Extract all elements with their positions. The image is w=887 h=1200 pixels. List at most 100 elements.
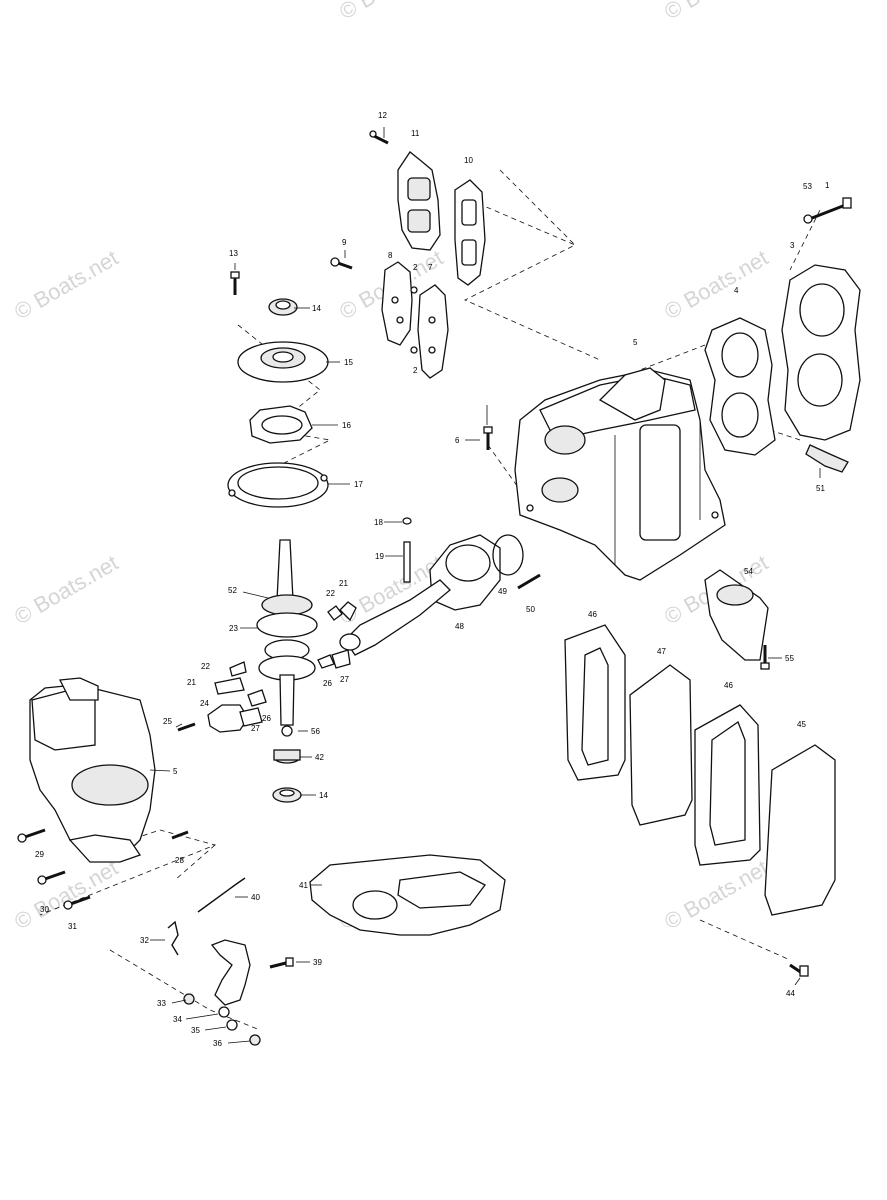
crankshaft-23: [256, 539, 318, 726]
ring-56: [281, 725, 293, 737]
screw-25: [177, 722, 196, 732]
intake-group: [330, 130, 486, 379]
cover-47: [629, 664, 693, 826]
callout-36: 36: [213, 1039, 222, 1048]
callout-22: 22: [201, 662, 210, 671]
crankcase-block-5: [514, 367, 726, 581]
bearing-21-upper: [339, 601, 357, 622]
callout-45: 45: [797, 720, 806, 729]
bolt-13: [230, 271, 240, 295]
bracket-54: [704, 569, 769, 661]
pin-50: [517, 573, 541, 590]
screw-39: [269, 957, 294, 969]
callout-12: 12: [378, 111, 387, 120]
callout-16: 16: [342, 421, 351, 430]
piston-ring-49: [492, 534, 524, 576]
callout-15: 15: [344, 358, 353, 367]
cylinder-head-group: [704, 197, 861, 473]
cap-27-lower: [239, 707, 263, 727]
bolt-6: [483, 426, 493, 450]
callout-5: 5: [633, 338, 638, 347]
callout-46: 46: [724, 681, 733, 690]
connecting-rod: [339, 579, 451, 656]
callout-24: 24: [200, 699, 209, 708]
cage-26-upper: [317, 654, 335, 669]
stop-2: [410, 286, 418, 294]
callout-53: 53: [803, 182, 812, 191]
callout-7: 7: [428, 263, 433, 272]
wrist-pin-19: [403, 541, 411, 583]
callout-32: 32: [140, 936, 149, 945]
piston-group: [317, 517, 541, 669]
callout-29: 29: [35, 850, 44, 859]
bolt-31: [63, 895, 91, 910]
watermark: © Boats.net: [660, 245, 772, 324]
callout-41: 41: [299, 881, 308, 890]
callout-3: 3: [790, 241, 795, 250]
callout-49: 49: [498, 587, 507, 596]
callout-31: 31: [68, 922, 77, 931]
lower-bearing-group: [177, 661, 267, 733]
callout-30: 30: [40, 905, 49, 914]
callout-44: 44: [786, 989, 795, 998]
nut-36: [249, 1034, 261, 1046]
bolt-29: [17, 828, 46, 843]
gasket-46-right: [694, 704, 761, 866]
callout-47: 47: [657, 647, 666, 656]
callout-21: 21: [339, 579, 348, 588]
spring-32: [167, 920, 179, 956]
callout-28: 28: [175, 856, 184, 865]
callouts: 1 53 3 4 5 51 12 11 10 9 8 7 2 2 13 14 1…: [35, 111, 830, 1048]
cage-26-lower: [247, 689, 267, 707]
cylinder-head-3: [781, 264, 861, 441]
bearing-22-upper: [327, 605, 343, 621]
bearing-42: [273, 749, 301, 764]
callout-4: 4: [734, 286, 739, 295]
callout-42: 42: [315, 753, 324, 762]
callout-55: 55: [785, 654, 794, 663]
screw-12: [369, 130, 389, 145]
callout-33: 33: [157, 999, 166, 1008]
callout-48: 48: [455, 622, 464, 631]
callout-18: 18: [374, 518, 383, 527]
head-bolt-1: [811, 197, 852, 220]
lock-ring-18: [402, 517, 412, 525]
callout-22: 22: [326, 589, 335, 598]
callout-51: 51: [816, 484, 825, 493]
callout-26: 26: [323, 679, 332, 688]
callout-2: 2: [413, 366, 418, 375]
callout-9: 9: [342, 238, 347, 247]
reed-plate-8: [381, 261, 413, 346]
callout-11: 11: [411, 129, 420, 138]
reed-plate-7: [417, 284, 449, 379]
watermark: © Boats.net: [10, 855, 122, 934]
bolts-lower: [17, 828, 189, 910]
bushing-33: [183, 993, 195, 1005]
screw-9: [330, 257, 353, 270]
callout-21: 21: [187, 678, 196, 687]
callout-40: 40: [251, 893, 260, 902]
callout-6: 6: [455, 436, 460, 445]
bearing-plate-17: [227, 462, 329, 508]
watermark: © Boats.net: [10, 245, 122, 324]
bolt-30: [37, 870, 66, 885]
washer-35: [226, 1019, 238, 1031]
callout-27: 27: [340, 675, 349, 684]
callout-13: 13: [229, 249, 238, 258]
callout-5: 5: [173, 767, 178, 776]
lower-crankcase-5: [29, 677, 156, 863]
callout-14: 14: [312, 304, 321, 313]
gasket-10: [454, 179, 486, 286]
cover-45: [764, 744, 836, 916]
stop-2: [410, 346, 418, 354]
callout-54: 54: [744, 567, 753, 576]
callout-25: 25: [163, 717, 172, 726]
bearing-21-lower: [214, 677, 245, 695]
callout-10: 10: [464, 156, 473, 165]
callout-8: 8: [388, 251, 393, 260]
gasket-16: [249, 405, 313, 444]
head-gasket-4: [704, 317, 776, 456]
callout-2: 2: [413, 263, 418, 272]
callout-1: 1: [825, 181, 830, 190]
